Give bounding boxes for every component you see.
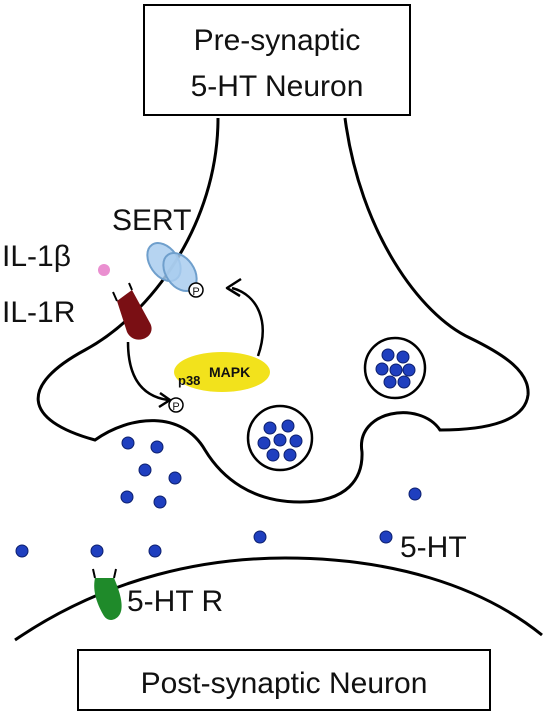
sert-transporter (146, 242, 198, 292)
postsynaptic-neuron-label: Post-synaptic Neuron (77, 649, 491, 711)
serotonin-molecules (15, 436, 422, 558)
p38-kinase-label: MAPK (209, 364, 250, 380)
il1b-molecule (98, 264, 110, 276)
postsynaptic-label: Post-synaptic Neuron (141, 667, 428, 700)
p38-to-sert-arrow (231, 286, 264, 357)
presynaptic-label-line1: Pre-synaptic (194, 24, 361, 57)
phosphate-sert: P (188, 282, 204, 298)
phosphate-sert-symbol: P (192, 286, 199, 298)
sert-label: SERT (112, 204, 191, 237)
il1r-receptor (112, 282, 152, 340)
serotonin-receptor (92, 568, 122, 620)
vesicle (246, 404, 314, 472)
vesicle (363, 336, 427, 400)
il1r-to-p38-arrowhead (158, 391, 172, 409)
p38-to-sert-arrowhead (225, 277, 242, 298)
il1b-label: IL-1β (2, 240, 71, 273)
p38-prefix-label: p38 (178, 373, 200, 388)
serotonin-label: 5-HT (400, 531, 467, 564)
il1r-to-p38-arrow (126, 341, 169, 402)
presynaptic-label-line2: 5-HT Neuron (191, 70, 364, 103)
phosphate-p38-symbol: P (172, 401, 179, 413)
p38-mapk: p38 MAPK (174, 352, 270, 392)
il1r-label: IL-1R (2, 296, 75, 329)
serotonin-receptor-label: 5-HT R (127, 585, 223, 618)
presynaptic-membrane (36, 117, 530, 504)
presynaptic-neuron-label: Pre-synaptic 5-HT Neuron (143, 4, 411, 116)
phosphate-p38: P (168, 397, 184, 413)
